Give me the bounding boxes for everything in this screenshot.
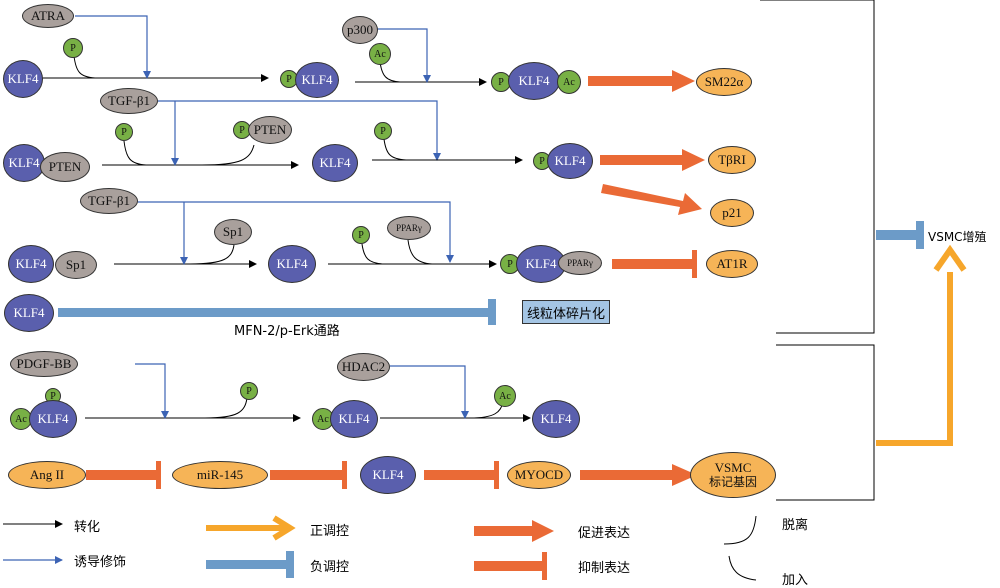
klf4-node: KLF4 bbox=[268, 245, 316, 283]
induce-arrow bbox=[158, 100, 441, 161]
positive-regulation-arrow bbox=[876, 272, 953, 446]
negative-regulation-bar bbox=[876, 221, 924, 249]
legend-inhibit-label: 抑制表达 bbox=[578, 561, 631, 576]
join-curve bbox=[123, 140, 147, 166]
mir145-node: miR-145 bbox=[172, 461, 268, 489]
klf4-node: KLF4 bbox=[360, 456, 416, 494]
promote-arrow bbox=[601, 184, 702, 215]
klf4-node: KLF4 bbox=[330, 400, 378, 438]
legend-promote-label: 促进表达 bbox=[578, 526, 631, 541]
mfn2-perk-pathway-label: MFN-2/p-Erk通路 bbox=[234, 324, 340, 339]
klf4-node: KLF4 bbox=[516, 245, 566, 283]
tbri-target: TβRI bbox=[708, 146, 756, 174]
sm22a-target: SM22α bbox=[696, 68, 752, 96]
phosphate-node: P bbox=[233, 121, 251, 139]
detach-curve bbox=[73, 55, 96, 79]
klf4-node: KLF4 bbox=[508, 62, 560, 100]
detach-curve bbox=[204, 397, 248, 419]
pdgfbb-node: PDGF-BB bbox=[10, 351, 78, 377]
legend-detach-label: 脱离 bbox=[782, 518, 809, 533]
klf4-node: KLF4 bbox=[4, 294, 54, 332]
join-curve bbox=[383, 138, 407, 161]
hdac2-node: HDAC2 bbox=[337, 353, 390, 381]
legend-positive-label: 正调控 bbox=[310, 524, 350, 539]
inhibit-arrow bbox=[612, 250, 697, 278]
klf4-node: KLF4 bbox=[295, 62, 339, 98]
induce-arrow bbox=[374, 28, 431, 83]
acetyl-node: Ac bbox=[557, 70, 581, 94]
negative-regulation-bar bbox=[58, 299, 496, 325]
klf4-node: KLF4 bbox=[532, 400, 580, 438]
at1r-target: AT1R bbox=[706, 250, 758, 278]
join-curve bbox=[379, 61, 401, 83]
p300-node: p300 bbox=[342, 16, 378, 44]
klf4-node: KLF4 bbox=[3, 60, 43, 98]
legend-promote-arrow bbox=[474, 520, 554, 542]
tgfb1-node: TGF-β1 bbox=[80, 188, 138, 214]
pten-node: PTEN bbox=[248, 116, 292, 144]
legend-induce-label: 诱导修饰 bbox=[74, 555, 127, 570]
klf4-node: KLF4 bbox=[312, 144, 358, 182]
legend-join-curve bbox=[728, 555, 757, 581]
legend-detach-curve bbox=[723, 515, 757, 545]
phosphate-node: P bbox=[374, 122, 392, 140]
phosphate-node: P bbox=[115, 123, 133, 141]
sp1-node: Sp1 bbox=[55, 251, 97, 279]
pten-node: PTEN bbox=[40, 152, 90, 182]
klf4-node: KLF4 bbox=[547, 143, 593, 179]
promote-arrow bbox=[580, 464, 697, 486]
acetyl-node: Ac bbox=[494, 385, 516, 407]
phosphate-node: P bbox=[63, 38, 83, 58]
klf4-node: KLF4 bbox=[8, 245, 54, 283]
phosphate-node: P bbox=[352, 226, 370, 244]
join-curve bbox=[407, 239, 433, 265]
legend-positive-arrow bbox=[206, 515, 296, 541]
sp1-node: Sp1 bbox=[214, 219, 252, 245]
inhibit-arrow bbox=[270, 461, 347, 489]
lower-bracket bbox=[776, 344, 875, 501]
detach-curve bbox=[189, 244, 235, 265]
inhibit-arrow bbox=[424, 461, 499, 489]
detach-curve bbox=[201, 144, 255, 166]
p21-target: p21 bbox=[710, 199, 754, 227]
acetyl-node: Ac bbox=[369, 43, 391, 65]
phosphate-node: P bbox=[240, 382, 258, 400]
klf4-node: KLF4 bbox=[3, 144, 45, 182]
ang2-node: Ang II bbox=[8, 461, 86, 489]
upper-bracket bbox=[760, 0, 875, 334]
legend-inhibit-arrow bbox=[474, 552, 547, 580]
tgfb1-node: TGF-β1 bbox=[100, 88, 158, 114]
klf4-node: KLF4 bbox=[29, 400, 77, 438]
induce-arrow bbox=[75, 15, 151, 79]
vsmc-marker-line-1: VSMC bbox=[714, 460, 752, 475]
vsmc-proliferation-label: VSMC增殖 bbox=[928, 230, 987, 244]
legend-join-label: 加入 bbox=[782, 573, 809, 588]
promote-arrow bbox=[600, 149, 705, 171]
induce-arrow bbox=[390, 365, 469, 419]
promote-arrow bbox=[588, 70, 695, 92]
ppar-node: PPARγ bbox=[558, 251, 602, 275]
atra-node: ATRA bbox=[22, 4, 74, 28]
induce-arrow bbox=[138, 201, 454, 263]
legend-transform-label: 转化 bbox=[74, 520, 101, 535]
legend-negative-label: 负调控 bbox=[310, 560, 350, 575]
vsmc-marker-genes-target: VSMC 标记基因 bbox=[690, 452, 776, 498]
mitochondrial-fragmentation-box: 线粒体碎片化 bbox=[522, 300, 610, 324]
inhibit-arrow bbox=[86, 461, 161, 489]
legend-negative-bar bbox=[206, 551, 294, 578]
induce-arrow bbox=[135, 363, 169, 419]
vsmc-marker-line-2: 标记基因 bbox=[708, 475, 757, 489]
ppar-node: PPARγ bbox=[387, 216, 431, 240]
join-curve bbox=[361, 243, 384, 265]
myocd-node: MYOCD bbox=[507, 461, 571, 489]
